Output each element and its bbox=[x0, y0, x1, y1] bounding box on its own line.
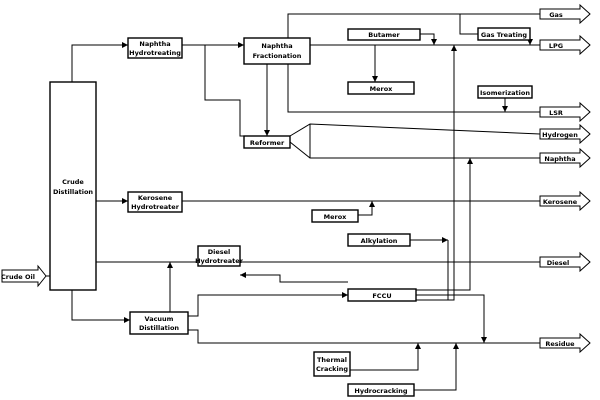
svg-text:Naphtha: Naphtha bbox=[139, 40, 170, 48]
unit-vacuum-distillation: Vacuum Distillation bbox=[129, 311, 189, 335]
unit-hydrocracking: Hydrocracking bbox=[347, 383, 415, 397]
crude-distillation-label-1: Crude bbox=[62, 178, 84, 186]
svg-text:Distillation: Distillation bbox=[139, 324, 179, 332]
svg-text:Hydrotreating: Hydrotreating bbox=[129, 49, 181, 57]
unit-merox-upper: Merox bbox=[347, 81, 415, 95]
stream-gas: Gas bbox=[539, 3, 591, 25]
unit-naphtha-hydrotreating: Naphtha Hydrotreating bbox=[127, 37, 183, 59]
svg-text:Thermal: Thermal bbox=[317, 356, 347, 364]
crude-distillation-label-2: Distillation bbox=[53, 188, 93, 196]
stream-hydrogen: Hydrogen bbox=[539, 123, 591, 145]
svg-text:Gas: Gas bbox=[549, 11, 563, 19]
svg-text:Naphtha: Naphtha bbox=[261, 42, 292, 50]
svg-text:Reformer: Reformer bbox=[250, 139, 285, 147]
svg-text:Hydrotreater: Hydrotreater bbox=[195, 257, 244, 265]
svg-text:Fractionation: Fractionation bbox=[253, 52, 302, 60]
unit-crude-distillation: Crude Distillation bbox=[49, 81, 97, 291]
svg-text:Hydrotreater: Hydrotreater bbox=[131, 203, 180, 211]
svg-text:Cracking: Cracking bbox=[316, 365, 348, 373]
stream-kerosene: Kerosene bbox=[539, 190, 591, 212]
svg-text:Alkylation: Alkylation bbox=[361, 237, 398, 245]
unit-thermal-cracking: Thermal Cracking bbox=[313, 351, 351, 377]
svg-text:Diesel: Diesel bbox=[208, 248, 231, 256]
svg-text:Isomerization: Isomerization bbox=[480, 89, 530, 97]
stream-residue: Residue bbox=[539, 332, 591, 354]
svg-text:Vacuum: Vacuum bbox=[145, 315, 174, 323]
unit-naphtha-fractionation: Naphtha Fractionation bbox=[243, 37, 311, 65]
unit-alkylation: Alkylation bbox=[347, 233, 411, 247]
stream-naphtha: Naphtha bbox=[539, 147, 591, 169]
svg-text:Naphtha: Naphtha bbox=[544, 155, 575, 163]
unit-fccu: FCCU bbox=[347, 288, 417, 302]
svg-text:Kerosene: Kerosene bbox=[543, 198, 578, 206]
svg-text:Merox: Merox bbox=[324, 213, 348, 221]
stream-crude-oil: Crude Oil bbox=[1, 264, 47, 288]
svg-text:Diesel: Diesel bbox=[547, 259, 570, 267]
stream-lsr: LSR bbox=[539, 101, 591, 123]
svg-text:LPG: LPG bbox=[549, 42, 563, 50]
stream-lpg: LPG bbox=[539, 34, 591, 56]
unit-reformer: Reformer bbox=[243, 135, 291, 149]
unit-kerosene-hydrotreater: Kerosene Hydrotreater bbox=[127, 191, 183, 213]
svg-text:Kerosene: Kerosene bbox=[138, 194, 173, 202]
svg-text:Merox: Merox bbox=[370, 85, 394, 93]
svg-text:FCCU: FCCU bbox=[372, 292, 391, 300]
unit-gas-treating: Gas Treating bbox=[477, 27, 531, 41]
arrowheads bbox=[122, 39, 533, 349]
unit-diesel-hydrotreater: Diesel Hydrotreater bbox=[195, 245, 244, 267]
svg-text:Butamer: Butamer bbox=[368, 31, 400, 39]
svg-text:Crude Oil: Crude Oil bbox=[1, 273, 35, 281]
stream-diesel: Diesel bbox=[539, 251, 591, 273]
svg-text:Hydrogen: Hydrogen bbox=[542, 131, 578, 139]
unit-merox-lower: Merox bbox=[311, 209, 359, 223]
svg-text:Hydrocracking: Hydrocracking bbox=[354, 387, 407, 395]
svg-text:Gas Treating: Gas Treating bbox=[481, 31, 528, 39]
unit-butamer: Butamer bbox=[347, 28, 421, 41]
flow-lines bbox=[44, 13, 541, 391]
svg-text:LSR: LSR bbox=[549, 109, 563, 117]
svg-text:Residue: Residue bbox=[545, 340, 575, 348]
unit-isomerization: Isomerization bbox=[477, 85, 533, 99]
